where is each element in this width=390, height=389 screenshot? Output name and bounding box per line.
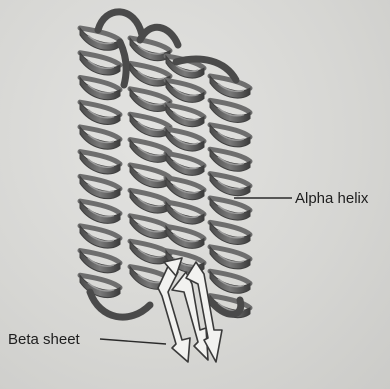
alpha-helix-4 — [210, 76, 250, 318]
alpha-helix-3 — [166, 56, 204, 273]
beta-sheet-label: Beta sheet — [8, 331, 80, 349]
alpha-helix-label: Alpha helix — [295, 190, 368, 208]
beta-sheet-leader-line — [100, 339, 166, 344]
alpha-helix-1 — [80, 28, 120, 298]
